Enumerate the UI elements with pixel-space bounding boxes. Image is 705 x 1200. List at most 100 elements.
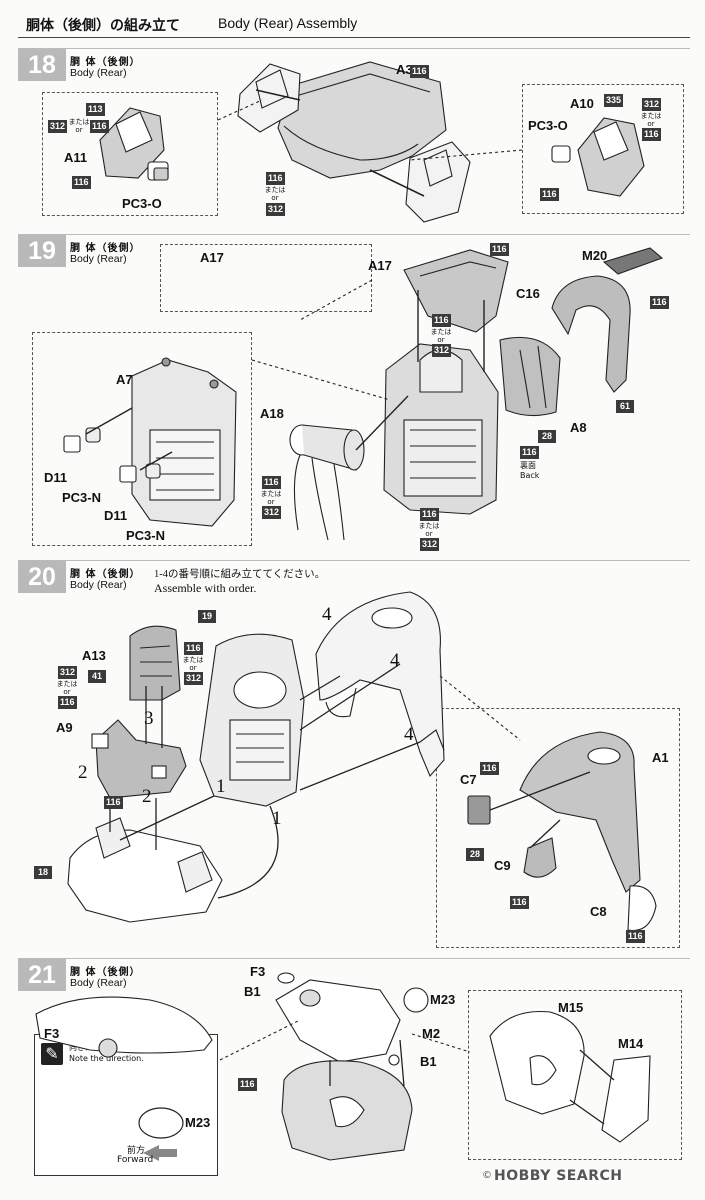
step-title-jp: 胴 体（後側） bbox=[70, 243, 141, 254]
order-4-a: 4 bbox=[322, 604, 332, 625]
or-jp: または bbox=[260, 490, 282, 498]
step-ref-18: 18 bbox=[34, 866, 52, 879]
color-code: 28 bbox=[466, 848, 484, 861]
label-a7: A7 bbox=[116, 372, 133, 387]
color-code: 116 bbox=[104, 796, 123, 809]
color-code: 116 bbox=[480, 762, 499, 775]
order-2-a: 2 bbox=[78, 762, 88, 783]
label-d11-b: D11 bbox=[104, 508, 128, 523]
or-jp: または bbox=[640, 112, 662, 120]
label-b1-b: B1 bbox=[420, 1054, 437, 1069]
or-en: or bbox=[267, 498, 275, 506]
color-code: 312 bbox=[48, 120, 68, 133]
step-title-en: Body (Rear) bbox=[70, 579, 127, 591]
color-code: 116 bbox=[510, 896, 529, 909]
color-code: 28 bbox=[538, 430, 556, 443]
color-code: 116 bbox=[520, 446, 539, 459]
header-title-en: Body (Rear) Assembly bbox=[218, 15, 358, 31]
direction-note-box: ✎ 向きに注意して Note the direction. M23 前方 For… bbox=[34, 1034, 218, 1176]
caution-icon: ✎ bbox=[41, 1043, 63, 1065]
color-code: 312 bbox=[420, 538, 440, 551]
back-jp: 裏面 bbox=[520, 461, 536, 470]
or-en: or bbox=[437, 336, 445, 344]
label-f3-closeup: F3 bbox=[44, 1026, 60, 1041]
step-title-jp: 胴 体（後側） bbox=[70, 57, 141, 68]
color-code: 116 bbox=[238, 1078, 257, 1091]
color-code: 116 bbox=[90, 120, 109, 133]
label-m14: M14 bbox=[618, 1036, 644, 1051]
step-title-jp: 胴 体（後側） bbox=[70, 569, 141, 580]
or-jp: または bbox=[264, 186, 286, 194]
color-code: 116 bbox=[58, 696, 77, 709]
color-code: 61 bbox=[616, 400, 634, 413]
label-a11: A11 bbox=[64, 150, 88, 165]
or-en: or bbox=[647, 120, 655, 128]
label-a17: A17 bbox=[368, 258, 392, 273]
color-code: 335 bbox=[604, 94, 624, 107]
label-c16: C16 bbox=[516, 286, 540, 301]
label-a10: A10 bbox=[570, 96, 594, 111]
label-a1: A1 bbox=[652, 750, 669, 765]
page-header: 胴体（後側）の組み立て Body (Rear) Assembly bbox=[18, 12, 690, 38]
color-code: 113 bbox=[86, 103, 105, 116]
label-pc3n-a: PC3-N bbox=[62, 490, 102, 505]
color-code: 116 bbox=[642, 128, 661, 141]
step-number: 20 bbox=[18, 561, 66, 593]
color-code: 116 bbox=[626, 930, 645, 943]
step-title-en: Body (Rear) bbox=[70, 253, 127, 265]
header-title-jp: 胴体（後側）の組み立て bbox=[26, 18, 180, 34]
or-jp: または bbox=[56, 680, 78, 688]
step-20: 20 胴 体（後側） Body (Rear) bbox=[18, 560, 690, 952]
or-jp: または bbox=[418, 522, 440, 530]
detail-box-m14 bbox=[468, 990, 682, 1160]
order-1-b: 1 bbox=[272, 808, 282, 829]
or-jp: または bbox=[182, 656, 204, 664]
label-a9: A9 bbox=[56, 720, 73, 735]
step-note-en: Assemble with order. bbox=[154, 581, 257, 595]
label-b1-a: B1 bbox=[244, 984, 261, 999]
detail-box-left-18 bbox=[42, 92, 218, 216]
color-code: 312 bbox=[262, 506, 282, 519]
or-jp: または bbox=[430, 328, 452, 336]
detail-box-right-18 bbox=[522, 84, 684, 214]
step-21: 21 胴 体（後側） Body (Rear) bbox=[18, 958, 690, 1188]
color-code: 41 bbox=[88, 670, 106, 683]
step-title-jp: 胴 体（後側） bbox=[70, 967, 141, 978]
forward-en: Forward bbox=[117, 1155, 154, 1165]
direction-note-en: Note the direction. bbox=[69, 1054, 144, 1063]
label-m23: M23 bbox=[430, 992, 456, 1007]
order-1-a: 1 bbox=[216, 776, 226, 797]
label-pc3o-left: PC3-O bbox=[122, 196, 162, 211]
color-code: 116 bbox=[420, 508, 439, 521]
or-en: or bbox=[189, 664, 197, 672]
label-m20: M20 bbox=[582, 248, 608, 263]
direction-diagram bbox=[138, 1107, 184, 1161]
label-d11-a: D11 bbox=[44, 470, 68, 485]
watermark-copyright: © bbox=[482, 1170, 492, 1181]
or-en: or bbox=[425, 530, 433, 538]
step-note-jp: 1-4の番号順に組み立ててください。 bbox=[154, 569, 326, 580]
color-code: 312 bbox=[642, 98, 662, 111]
color-code: 312 bbox=[432, 344, 452, 357]
color-code: 312 bbox=[266, 203, 286, 216]
color-code: 116 bbox=[490, 243, 509, 256]
color-code: 116 bbox=[72, 176, 91, 189]
color-code: 116 bbox=[266, 172, 285, 185]
label-pc3o-right: PC3-O bbox=[528, 118, 568, 133]
forward-jp: 前方 bbox=[127, 1146, 146, 1156]
color-code: 116 bbox=[540, 188, 559, 201]
label-a8: A8 bbox=[570, 420, 587, 435]
label-m15: M15 bbox=[558, 1000, 584, 1015]
label-a3: A3 bbox=[396, 62, 413, 77]
label-c9: C9 bbox=[494, 858, 511, 873]
label-m23-note: M23 bbox=[185, 1115, 211, 1130]
or-jp: または bbox=[68, 118, 90, 126]
label-f3: F3 bbox=[250, 964, 266, 979]
color-code: 116 bbox=[650, 296, 669, 309]
step-ref-19: 19 bbox=[198, 610, 216, 623]
detail-box-a1 bbox=[436, 708, 680, 948]
or-en: or bbox=[75, 126, 83, 134]
order-4-b: 4 bbox=[390, 650, 400, 671]
